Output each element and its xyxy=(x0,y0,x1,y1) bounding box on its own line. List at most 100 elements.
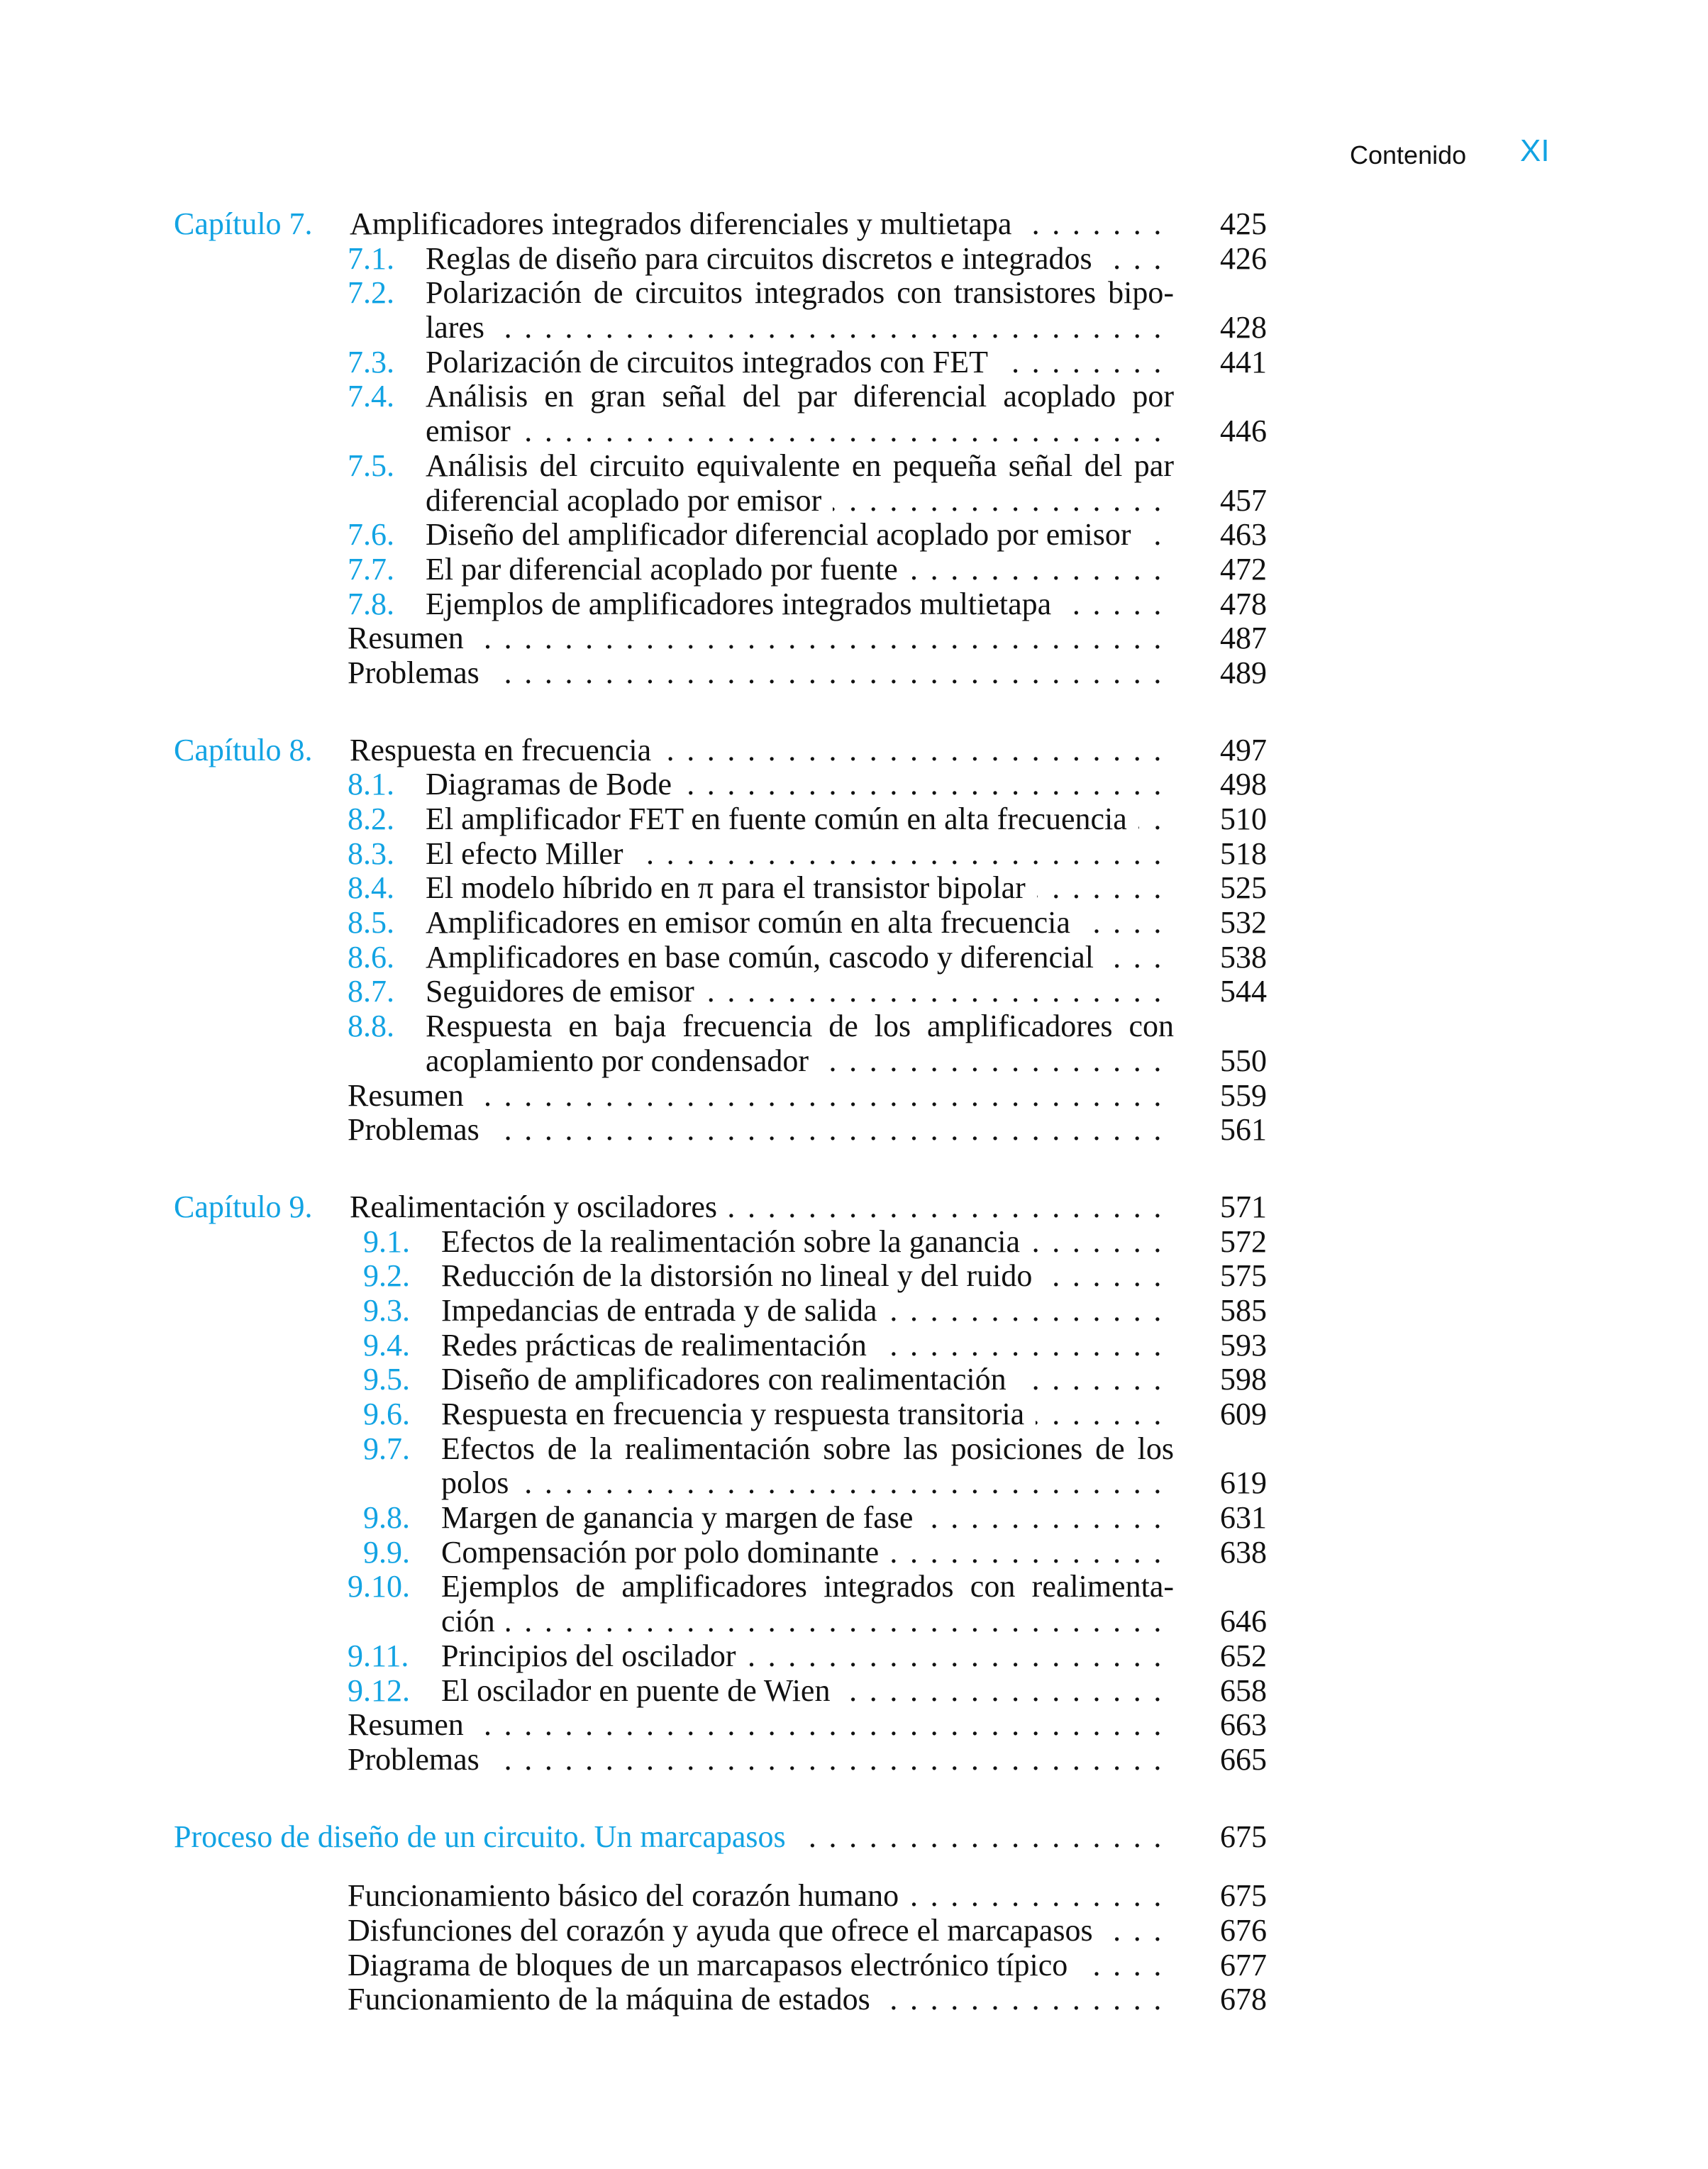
entry-title: Resumen xyxy=(348,1707,464,1743)
section-entry[interactable]: 7.6.Diseño del amplificador diferencial … xyxy=(0,517,1708,553)
design-process-item[interactable]: Funcionamiento básico del corazón humano… xyxy=(0,1879,1708,1914)
section-number: 8.8. xyxy=(348,1009,394,1044)
section-entry[interactable]: 7.1.Reglas de diseño para circuitos disc… xyxy=(0,240,1708,277)
section-entry[interactable]: 9.6.Respuesta en frecuencia y respuesta … xyxy=(0,1397,1708,1432)
entry-text-line: lares. . . . . . . . . . . . . . . . . .… xyxy=(426,310,1174,345)
table-of-contents: Capítulo 7.Amplificadores integrados dif… xyxy=(0,206,1708,2060)
section-entry[interactable]: 8.1.Diagramas de Bode. . . . . . . . . .… xyxy=(0,767,1708,802)
section-entry[interactable]: acoplamiento por condensador. . . . . . … xyxy=(0,1043,1708,1079)
toc-entry-line[interactable]: 8.8.Respuesta en baja frecuencia de los … xyxy=(0,1009,1708,1044)
section-entry[interactable]: 7.7.El par diferencial acoplado por fuen… xyxy=(0,552,1708,587)
section-entry[interactable]: emisor. . . . . . . . . . . . . . . . . … xyxy=(0,414,1708,449)
dot-leader: . . . . . . . . . . . . . . . . . . . . … xyxy=(475,621,1174,656)
design-process-entry[interactable]: Proceso de diseño de un circuito. Un mar… xyxy=(0,1819,1708,1855)
page-ref: 675 xyxy=(1220,1878,1267,1914)
section-entry[interactable]: 8.3.El efecto Miller. . . . . . . . . . … xyxy=(0,836,1708,872)
dot-leader: . . . . . . . . . . . . . . . . . . . . … xyxy=(522,414,1174,449)
section-entry[interactable]: 8.4.El modelo híbrido en π para el trans… xyxy=(0,871,1708,906)
entry-text-line: Principios del oscilador . . . . . . . . … xyxy=(441,1638,1175,1674)
section-entry[interactable]: 9.1.Efectos de la realimentación sobre l… xyxy=(0,1224,1708,1260)
summary-entry[interactable]: Problemas. . . . . . . . . . . . . . . .… xyxy=(0,655,1708,691)
section-entry[interactable]: 9.3.Impedancias de entrada y de salida. … xyxy=(0,1293,1708,1328)
section-entry[interactable]: 8.6.Amplificadores en base común, cascod… xyxy=(0,939,1708,975)
page-ref: 619 xyxy=(1220,1465,1267,1501)
section-entry[interactable]: 9.12.El oscilador en puente de Wien. . .… xyxy=(0,1673,1708,1709)
section-number: 9.9. xyxy=(363,1534,410,1570)
entry-text-line: El modelo híbrido en π para el transisto… xyxy=(426,871,1174,906)
page-ref: 532 xyxy=(1220,905,1267,941)
dot-leader: . . . . . . . . . . . . . . . . . . . . … xyxy=(889,1294,1175,1328)
design-process-item[interactable]: Funcionamiento de la máquina de estados.… xyxy=(0,1982,1708,2017)
section-entry[interactable]: 8.7.Seguidores de emisor. . . . . . . . … xyxy=(0,975,1708,1009)
dot-leader: . . . . . . . . . . . . . . . . . . . . … xyxy=(491,1113,1174,1148)
dot-leader-dots: . . . . . . . . . . . . . . . . . . . . … xyxy=(833,483,1162,518)
chapter-entry[interactable]: Capítulo 9.Realimentación y osciladores.… xyxy=(0,1189,1708,1225)
toc-entry-line[interactable]: 7.5.Análisis del circuito equivalente en… xyxy=(0,448,1708,484)
design-process-item[interactable]: Disfunciones del corazón y ayuda que ofr… xyxy=(0,1913,1708,1948)
entry-text-line: Seguidores de emisor. . . . . . . . . . … xyxy=(426,975,1174,1009)
dot-leader-dots: . . . . . . . . . . . . . . . . . . . . … xyxy=(1037,871,1162,906)
dot-leader: . . . . . . . . . . . . . . . . . . . . … xyxy=(878,1328,1174,1363)
design-process-items: Funcionamiento básico del corazón humano… xyxy=(0,1879,1708,2017)
section-entry[interactable]: ción . . . . . . . . . . . . . . . . . . … xyxy=(0,1604,1708,1639)
entry-title: Problemas xyxy=(348,1112,479,1148)
entry-text-line: Resumen. . . . . . . . . . . . . . . . .… xyxy=(348,1078,1174,1114)
entry-title: ción xyxy=(441,1604,495,1639)
section-entry[interactable]: 9.2.Reducción de la distorsión no lineal… xyxy=(0,1259,1708,1294)
entry-title: Diseño de amplificadores con realimentac… xyxy=(441,1362,1006,1397)
section-entry[interactable]: 9.5. Diseño de amplificadores con realime… xyxy=(0,1363,1708,1397)
entry-text-line: Reglas de diseño para circuitos discreto… xyxy=(426,241,1174,277)
toc-entry-line[interactable]: 9.7.Efectos de la realimentación sobre l… xyxy=(0,1431,1708,1467)
section-entry[interactable]: 7.8.Ejemplos de amplificadores integrado… xyxy=(0,587,1708,622)
dot-leader: . . . . . . . . . . . . . . . . . . . . … xyxy=(748,1639,1175,1674)
page-ref: 426 xyxy=(1220,240,1267,276)
section-number: 8.3. xyxy=(348,836,394,871)
entry-text-line: Problemas . . . . . . . . . . . . . . . .… xyxy=(348,1112,1174,1148)
section-number: 8.6. xyxy=(348,939,394,975)
summary-entry[interactable]: Problemas . . . . . . . . . . . . . . . .… xyxy=(0,1112,1708,1148)
section-entry[interactable]: 8.2.El amplificador FET en fuente común … xyxy=(0,801,1708,837)
section-entry[interactable]: 9.11.Principios del oscilador. . . . . .… xyxy=(0,1638,1708,1674)
summary-entry[interactable]: Resumen. . . . . . . . . . . . . . . . .… xyxy=(0,1078,1708,1114)
page-ref: 525 xyxy=(1220,870,1267,906)
section-entry[interactable]: polos. . . . . . . . . . . . . . . . . .… xyxy=(0,1466,1708,1501)
entry-title: El amplificador FET en fuente común en a… xyxy=(426,801,1127,836)
section-entry[interactable]: 8.5.Amplificadores en emisor común en al… xyxy=(0,905,1708,941)
summary-entry[interactable]: Problemas. . . . . . . . . . . . . . . .… xyxy=(0,1742,1708,1777)
dot-leader: . . . . . . . . . . . . . . . . . . . . … xyxy=(683,767,1174,802)
entry-title: Amplificadores en emisor común en alta f… xyxy=(426,905,1070,941)
summary-entry[interactable]: Resumen. . . . . . . . . . . . . . . . .… xyxy=(0,621,1708,656)
toc-entry-line[interactable]: 7.4.Análisis en gran señal del par difer… xyxy=(0,379,1708,414)
dot-leader: . . . . . . . . . . . . . . . . . . . . … xyxy=(1043,1259,1174,1294)
dot-leader-dots: . . . . . . . . . . . . . . . . . . . . … xyxy=(1143,518,1162,553)
entry-title: Principios del oscilador xyxy=(441,1638,736,1673)
page-ref: 571 xyxy=(1220,1189,1267,1224)
section-entry[interactable]: diferencial acoplado por emisor. . . . .… xyxy=(0,483,1708,518)
page-ref: 544 xyxy=(1220,974,1267,1009)
chapter-entry[interactable]: Capítulo 8.Respuesta en frecuencia. . . … xyxy=(0,733,1708,768)
section-entry[interactable]: 9.4.Redes prácticas de realimentación. .… xyxy=(0,1328,1708,1363)
design-process-item[interactable]: Diagrama de bloques de un marcapasos ele… xyxy=(0,1948,1708,1983)
dot-leader: . . . . . . . . . . . . . . . . . . . . … xyxy=(1104,242,1174,277)
summary-entry[interactable]: Resumen. . . . . . . . . . . . . . . . .… xyxy=(0,1707,1708,1743)
section-number: 7.8. xyxy=(348,586,394,621)
section-entry[interactable]: 7.3.Polarización de circuitos integrados… xyxy=(0,345,1708,380)
section-entry[interactable]: 9.9. Compensación por polo dominante. . .… xyxy=(0,1534,1708,1570)
entry-title: Diseño del amplificador diferencial acop… xyxy=(426,517,1131,553)
dot-leader-dots: . . . . . . . . . . . . . . . . . . . . … xyxy=(506,1604,1162,1639)
entry-text-line: Disfunciones del corazón y ayuda que ofr… xyxy=(348,1913,1174,1948)
entry-text-line: polos. . . . . . . . . . . . . . . . . .… xyxy=(441,1466,1174,1501)
section-number: 9.5. xyxy=(363,1362,410,1397)
dot-leader: . . . . . . . . . . . . . . . . . . . . … xyxy=(1082,906,1174,941)
section-entry[interactable]: lares. . . . . . . . . . . . . . . . . .… xyxy=(0,310,1708,345)
entry-title: Diagrama de bloques de un marcapasos ele… xyxy=(348,1947,1068,1982)
chapter-entry[interactable]: Capítulo 7.Amplificadores integrados dif… xyxy=(0,206,1708,242)
entry-text-line: Compensación por polo dominante. . . . .… xyxy=(441,1535,1174,1570)
section-entry[interactable]: 9.8.Margen de ganancia y margen de fase.… xyxy=(0,1500,1708,1536)
toc-entry-line[interactable]: 9.10.Ejemplos de amplificadores integrad… xyxy=(0,1570,1708,1604)
entry-title: acoplamiento por condensador xyxy=(426,1043,809,1078)
dot-leader: . . . . . . . . . . . . . . . . . . . . … xyxy=(890,1536,1174,1570)
page-ref: 646 xyxy=(1220,1604,1267,1639)
toc-entry-line[interactable]: 7.2.Polarización de circuitos integrados… xyxy=(0,276,1708,311)
entry-title: polos xyxy=(441,1465,509,1501)
